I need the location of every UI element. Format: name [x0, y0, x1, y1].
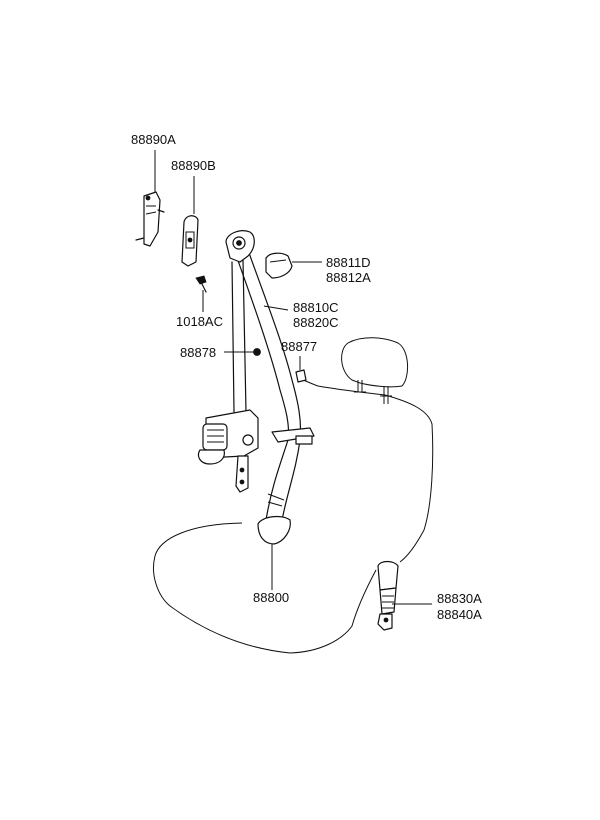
- label-88820C: 88820C: [293, 315, 339, 330]
- retractor: [197, 409, 259, 493]
- label-88840A: 88840A: [437, 607, 482, 622]
- tongue-plate: [257, 515, 291, 545]
- label-88878: 88878: [180, 345, 216, 360]
- screw-1018AC: [195, 275, 207, 293]
- label-88830A: 88830A: [437, 591, 482, 606]
- leader-lines: [154, 150, 432, 605]
- label-88890B: 88890B: [171, 158, 216, 173]
- label-88890A: 88890A: [131, 132, 176, 147]
- part-labels: 88890A 88890B 88811D 88812A 88810C 88820…: [131, 132, 482, 622]
- height-adjuster-88890A: [135, 191, 165, 247]
- d-ring-anchor: [225, 230, 255, 263]
- seat-outline: [153, 337, 434, 654]
- label-88811D: 88811D: [326, 255, 371, 270]
- height-adjuster-88890B: [181, 215, 199, 267]
- label-88800: 88800: [253, 590, 289, 605]
- seat-belt-webbing: [231, 249, 302, 521]
- label-88812A: 88812A: [326, 270, 371, 285]
- belt-guide-bracket: [271, 427, 315, 445]
- anchor-cover: [265, 252, 293, 279]
- small-cap: [295, 369, 307, 383]
- label-88810C: 88810C: [293, 300, 339, 315]
- label-88877: 88877: [281, 339, 317, 354]
- seat-belt-buckle: [377, 560, 399, 631]
- bolt-88878: [253, 348, 261, 356]
- label-1018AC: 1018AC: [176, 314, 223, 329]
